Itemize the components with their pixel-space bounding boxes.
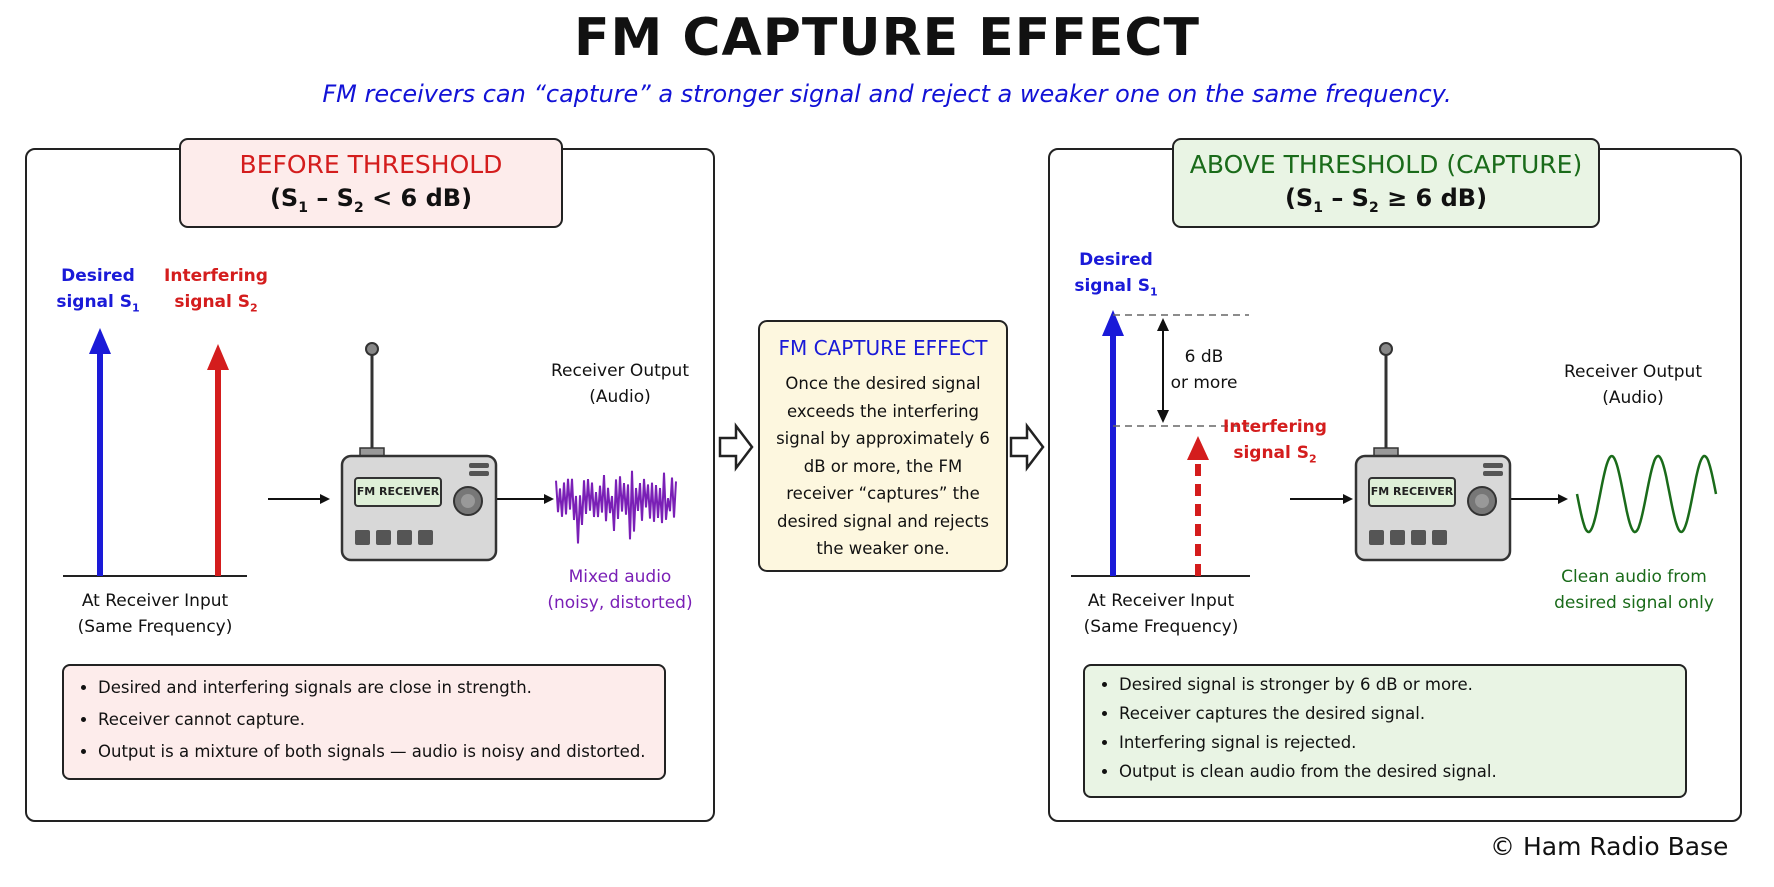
above-threshold-condition: (S1 – S2 ≥ 6 dB) bbox=[1284, 184, 1488, 216]
gap-arrowhead-top bbox=[1157, 318, 1169, 331]
right-fm-receiver-icon bbox=[1354, 342, 1512, 562]
capture-effect-explanation: FM CAPTURE EFFECT Once the desired signa… bbox=[758, 320, 1008, 572]
above-threshold-title: ABOVE THRESHOLD (CAPTURE) bbox=[1189, 150, 1583, 179]
clean-audio-waveform bbox=[1575, 454, 1718, 534]
before-threshold-notes: Desired and interfering signals are clos… bbox=[62, 664, 666, 780]
gap-arrowhead-bottom bbox=[1157, 410, 1169, 423]
copyright-footer: © Ham Radio Base bbox=[1490, 832, 1729, 861]
capture-note-item: Output is clean audio from the desired s… bbox=[1119, 757, 1685, 786]
before-note-item: Output is a mixture of both signals — au… bbox=[98, 736, 664, 768]
right-input-label: At Receiver Input (Same Frequency) bbox=[1083, 591, 1239, 637]
above-threshold-notes: Desired signal is stronger by 6 dB or mo… bbox=[1083, 664, 1687, 798]
right-desired-signal-label: Desired signal S1 bbox=[1074, 250, 1158, 299]
capture-note-item: Interfering signal is rejected. bbox=[1119, 728, 1685, 757]
left-interfering-arrowhead bbox=[207, 344, 229, 370]
before-threshold-heading: BEFORE THRESHOLD (S1 – S2 < 6 dB) bbox=[179, 138, 563, 228]
left-fm-receiver-icon bbox=[340, 342, 498, 562]
before-threshold-title: BEFORE THRESHOLD bbox=[239, 150, 503, 179]
before-note-item: Desired and interfering signals are clos… bbox=[98, 672, 664, 704]
left-desired-arrowhead bbox=[89, 328, 111, 354]
left-interfering-signal-label: Interfering signal S2 bbox=[164, 266, 268, 315]
mixed-audio-waveform bbox=[555, 470, 677, 544]
page-title: FM CAPTURE EFFECT bbox=[574, 8, 1200, 68]
before-threshold-condition: (S1 – S2 < 6 dB) bbox=[269, 184, 473, 216]
right-interfering-arrowhead bbox=[1187, 436, 1209, 460]
left-desired-signal-label: Desired signal S1 bbox=[56, 266, 140, 315]
capture-note-item: Desired signal is stronger by 6 dB or mo… bbox=[1119, 670, 1685, 699]
left-output-label: Receiver Output (Audio) bbox=[550, 361, 689, 407]
right-output-label: Receiver Output (Audio) bbox=[1563, 362, 1702, 408]
page-subtitle: FM receivers can “capture” a stronger si… bbox=[322, 80, 1452, 108]
left-receiver-label: FM RECEIVER bbox=[357, 485, 440, 498]
mixed-audio-label: Mixed audio (noisy, distorted) bbox=[547, 567, 693, 613]
left-input-label: At Receiver Input (Same Frequency) bbox=[77, 591, 233, 637]
right-interfering-signal-label: Interfering signal S2 bbox=[1223, 417, 1327, 466]
explanation-text: Once the desired signal exceeds the inte… bbox=[776, 374, 990, 558]
hollow-arrow-left bbox=[718, 422, 754, 472]
explanation-title: FM CAPTURE EFFECT bbox=[778, 336, 988, 360]
right-desired-arrowhead bbox=[1102, 310, 1124, 336]
before-note-item: Receiver cannot capture. bbox=[98, 704, 664, 736]
hollow-arrow-right bbox=[1009, 422, 1045, 472]
clean-audio-label: Clean audio from desired signal only bbox=[1554, 567, 1714, 613]
gap-label: 6 dB or more bbox=[1170, 347, 1238, 393]
right-receiver-label: FM RECEIVER bbox=[1371, 485, 1454, 498]
capture-note-item: Receiver captures the desired signal. bbox=[1119, 699, 1685, 728]
above-threshold-heading: ABOVE THRESHOLD (CAPTURE) (S1 – S2 ≥ 6 d… bbox=[1172, 138, 1600, 228]
